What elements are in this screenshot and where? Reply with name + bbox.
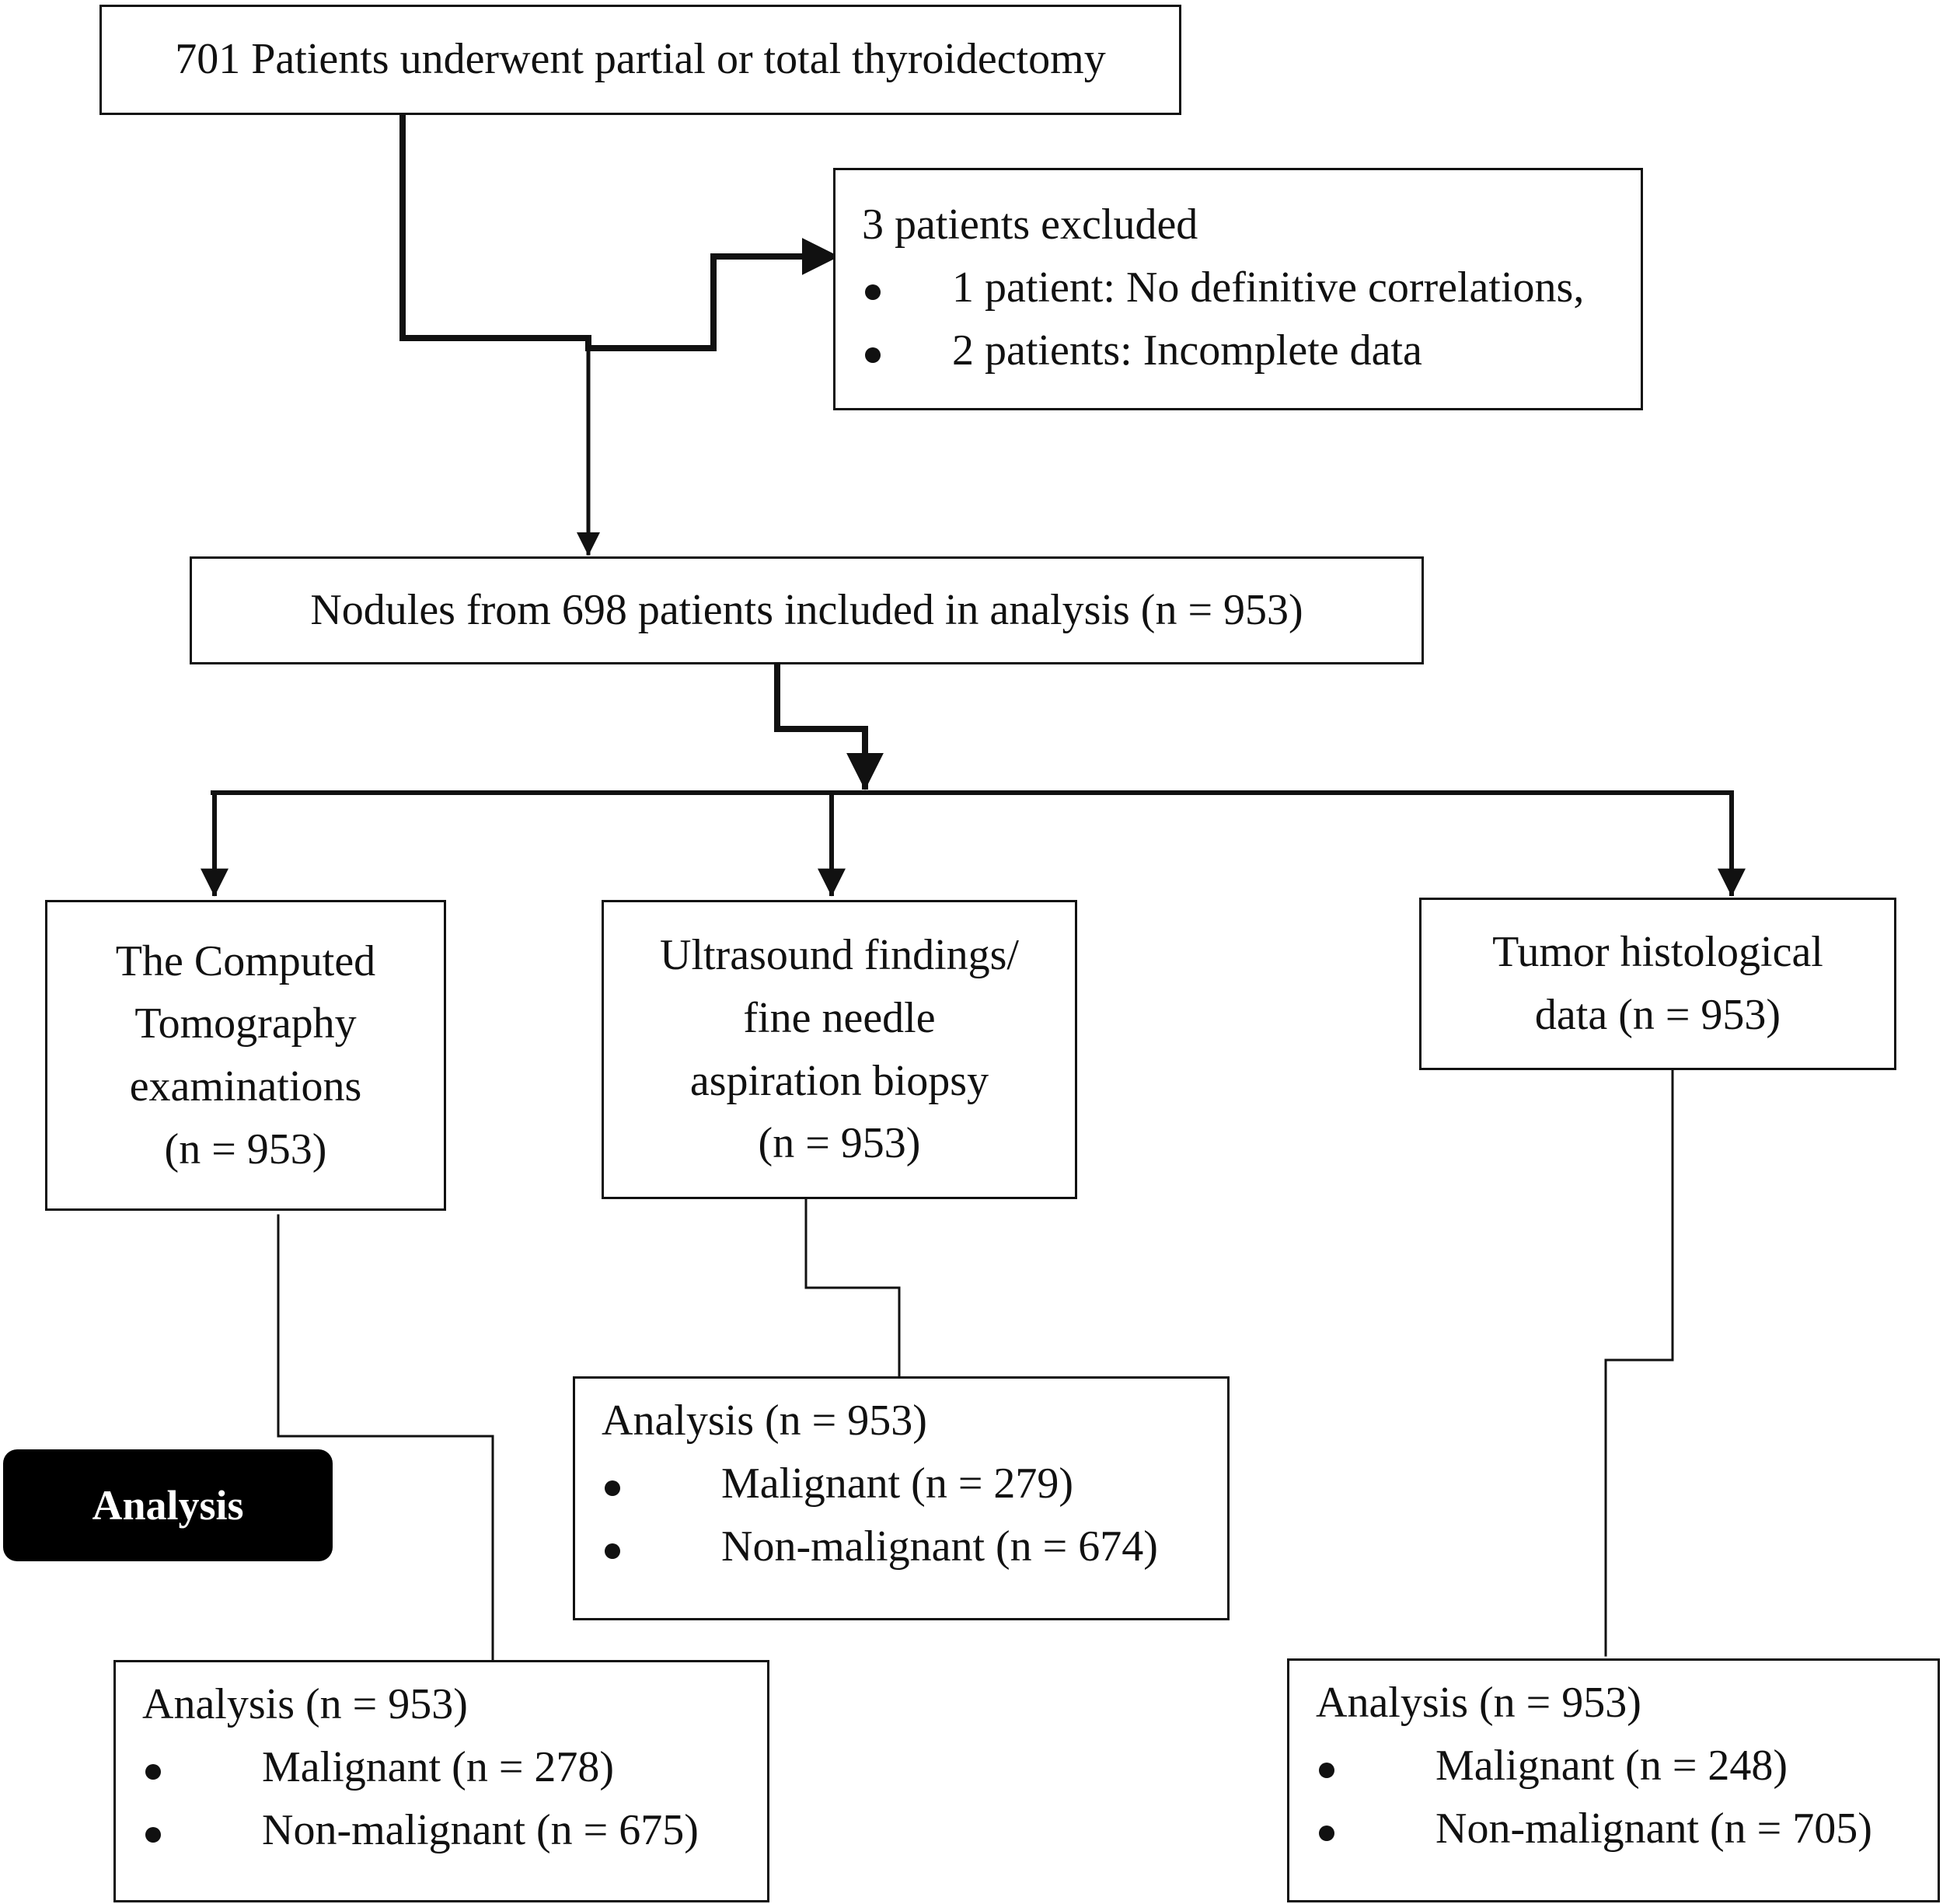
enrollment-text: 701 Patients underwent partial or total … [175, 35, 1106, 84]
ct-analysis-title: Analysis (n = 953) [142, 1680, 468, 1728]
exclusion-item: 1 patient: No definitive correlations, [835, 256, 1641, 319]
ct-analysis-box: Analysis (n = 953) Malignant (n = 278) N… [113, 1660, 769, 1902]
included-box: Nodules from 698 patients included in an… [190, 556, 1424, 664]
ct-analysis-item: Malignant (n = 278) [116, 1736, 767, 1799]
exclusion-box: 3 patients excluded 1 patient: No defini… [833, 168, 1643, 410]
connector-us-to-analysis [804, 1198, 901, 1379]
analysis-tag: Analysis [3, 1449, 333, 1561]
us-analysis-list: Malignant (n = 279) Non-malignant (n = 6… [575, 1452, 1227, 1578]
ct-line: Tomography [134, 999, 357, 1048]
histology-analysis-item: Malignant (n = 248) [1289, 1735, 1938, 1798]
us-analysis-box: Analysis (n = 953) Malignant (n = 279) N… [573, 1376, 1230, 1620]
ct-line: (n = 953) [164, 1125, 327, 1173]
ct-line: examinations [129, 1062, 362, 1111]
included-text: Nodules from 698 patients included in an… [310, 585, 1303, 634]
histology-analysis-list: Malignant (n = 248) Non-malignant (n = 7… [1289, 1735, 1938, 1860]
us-line: aspiration biopsy [689, 1056, 989, 1105]
connector-top-to-split [399, 112, 839, 351]
enrollment-box: 701 Patients underwent partial or total … [99, 5, 1181, 115]
histology-line: data (n = 953) [1534, 991, 1781, 1039]
histology-box: Tumor histological data (n = 953) [1419, 898, 1896, 1070]
us-line: Ultrasound findings/ [660, 931, 1019, 980]
analysis-tag-label: Analysis [92, 1482, 244, 1529]
us-line: (n = 953) [758, 1119, 921, 1168]
exclusion-item: 2 patients: Incomplete data [835, 319, 1641, 382]
ct-box: The Computed Tomography examinations (n … [45, 900, 446, 1211]
us-analysis-title: Analysis (n = 953) [602, 1397, 927, 1445]
histology-analysis-box: Analysis (n = 953) Malignant (n = 248) N… [1287, 1658, 1940, 1902]
connector-ct-to-analysis [277, 1214, 494, 1662]
ct-line: The Computed [115, 936, 376, 985]
ct-analysis-item: Non-malignant (n = 675) [116, 1799, 767, 1862]
us-box: Ultrasound findings/ fine needle aspirat… [602, 900, 1077, 1199]
connector-included-to-distributor [774, 661, 884, 790]
exclusion-list: 1 patient: No definitive correlations, 2… [835, 256, 1641, 382]
us-line: fine needle [743, 993, 936, 1042]
connector-histo-to-analysis [1604, 1069, 1674, 1657]
exclusion-title: 3 patients excluded [862, 201, 1198, 249]
ct-analysis-list: Malignant (n = 278) Non-malignant (n = 6… [116, 1736, 767, 1862]
histology-analysis-item: Non-malignant (n = 705) [1289, 1798, 1938, 1860]
us-analysis-item: Non-malignant (n = 674) [575, 1515, 1227, 1578]
histology-line: Tumor histological [1492, 927, 1823, 976]
us-analysis-item: Malignant (n = 279) [575, 1452, 1227, 1515]
histology-analysis-title: Analysis (n = 953) [1316, 1679, 1641, 1727]
